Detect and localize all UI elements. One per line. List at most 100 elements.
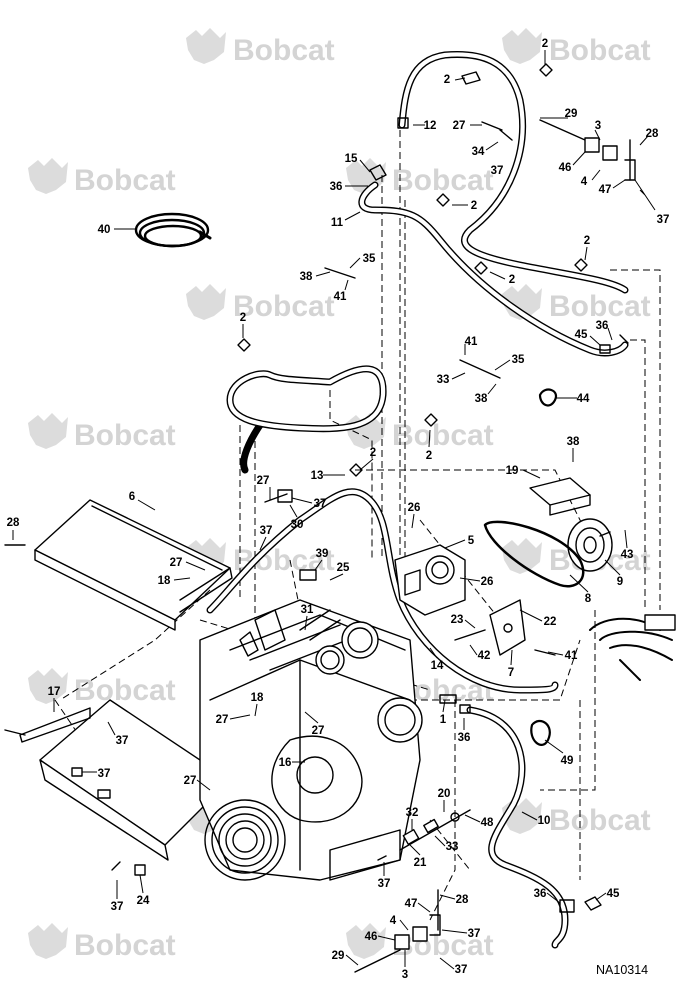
- callout-c18a: 18: [158, 575, 171, 587]
- watermark: Bobcat: [28, 923, 176, 962]
- callout-c41a: 41: [334, 291, 347, 303]
- callout-c33b: 33: [446, 841, 459, 853]
- callout-c26a: 26: [408, 502, 421, 514]
- callout-c36c: 36: [458, 732, 471, 744]
- callout-c2c: 2: [471, 200, 477, 212]
- callout-c24: 24: [137, 895, 150, 907]
- side-panel-17: [19, 699, 231, 861]
- callout-c44: 44: [577, 393, 590, 405]
- callout-c49: 49: [561, 755, 574, 767]
- svg-text:Bobcat: Bobcat: [392, 164, 494, 197]
- callout-c41b: 41: [465, 336, 478, 348]
- clamp-set-top: [539, 119, 636, 181]
- callout-c16: 16: [279, 757, 292, 769]
- hose-10: [466, 706, 569, 949]
- callout-c32: 32: [406, 807, 419, 819]
- belt-8: [483, 520, 585, 588]
- watermark: Bobcat: [28, 158, 176, 197]
- condenser-panel-6: [34, 499, 233, 631]
- fastener-set: [4, 63, 629, 913]
- callout-c37a: 37: [491, 165, 504, 177]
- watermark: Bobcat: [346, 158, 494, 197]
- leader-lines: [12, 50, 656, 970]
- callout-c46b: 46: [365, 931, 378, 943]
- svg-text:Bobcat: Bobcat: [233, 290, 335, 323]
- watermark: Bobcat: [186, 284, 335, 323]
- svg-text:Bobcat: Bobcat: [233, 34, 335, 67]
- callout-c4a: 4: [581, 176, 588, 188]
- callout-c15: 15: [345, 153, 358, 165]
- callout-c27e: 27: [312, 725, 325, 737]
- callout-c42: 42: [478, 650, 491, 662]
- callout-c7: 7: [508, 667, 514, 679]
- callout-c3a: 3: [595, 120, 601, 132]
- callout-c37g: 37: [378, 878, 391, 890]
- callout-c37c: 37: [314, 498, 327, 510]
- watermark: Bobcat: [186, 28, 335, 67]
- callout-c36d: 36: [534, 888, 547, 900]
- callout-c21: 21: [414, 857, 427, 869]
- watermark: Bobcat: [502, 798, 651, 837]
- callout-c27b: 27: [257, 475, 270, 487]
- svg-text:Bobcat: Bobcat: [74, 674, 176, 707]
- bracket-19: [529, 477, 591, 516]
- svg-text:Bobcat: Bobcat: [74, 929, 176, 962]
- callout-c23: 23: [451, 614, 464, 626]
- compressor-5: [394, 544, 466, 616]
- callout-c29b: 29: [332, 950, 345, 962]
- watermark: Bobcat: [28, 413, 176, 452]
- callout-c2a: 2: [542, 38, 548, 50]
- callout-c4b: 4: [390, 915, 397, 927]
- callout-c38c: 38: [567, 436, 580, 448]
- callout-c47a: 47: [599, 184, 612, 196]
- callout-c35a: 35: [363, 253, 376, 265]
- callout-c37f: 37: [98, 768, 111, 780]
- callout-c37j: 37: [455, 964, 468, 976]
- callout-c30: 30: [291, 519, 304, 531]
- callout-c37b: 37: [657, 214, 670, 226]
- callout-c37i: 37: [468, 928, 481, 940]
- callout-c26b: 26: [481, 576, 494, 588]
- callout-c38a: 38: [300, 271, 313, 283]
- callout-c37e: 37: [116, 735, 129, 747]
- callout-c28c: 28: [456, 894, 469, 906]
- callout-c37d: 37: [260, 525, 273, 537]
- svg-text:Bobcat: Bobcat: [549, 34, 651, 67]
- clamp-set-bottom: [354, 889, 441, 973]
- callout-c41c: 41: [565, 650, 578, 662]
- svg-text:Bobcat: Bobcat: [233, 544, 335, 577]
- callout-c38b: 38: [475, 393, 488, 405]
- callout-c12: 12: [424, 120, 437, 132]
- callout-c33a: 33: [437, 374, 450, 386]
- callout-c37h: 37: [111, 901, 124, 913]
- callout-c20: 20: [438, 788, 451, 800]
- callout-c9: 9: [617, 576, 623, 588]
- strap-44: [538, 388, 558, 407]
- coiled-tube-40: [134, 212, 212, 248]
- strap-49: [530, 719, 551, 746]
- callout-c25: 25: [337, 562, 350, 574]
- hose-13: [226, 365, 387, 474]
- pulley-9: [567, 518, 613, 572]
- callout-c27a: 27: [453, 120, 466, 132]
- callout-c48: 48: [481, 817, 494, 829]
- callout-c13: 13: [311, 470, 324, 482]
- callout-c10: 10: [538, 815, 551, 827]
- callout-c27d: 27: [216, 714, 229, 726]
- callout-c2f: 2: [240, 312, 246, 324]
- engine-block: [199, 599, 423, 881]
- callout-c40: 40: [98, 224, 111, 236]
- watermark: Bobcat: [502, 284, 651, 323]
- watermark: Bobcat: [186, 538, 335, 577]
- svg-text:Bobcat: Bobcat: [74, 419, 176, 452]
- hose-14: [206, 488, 559, 694]
- diagram-id: NA10314: [596, 963, 648, 977]
- callout-c31: 31: [301, 604, 314, 616]
- callout-c2e: 2: [509, 274, 515, 286]
- callout-c2g: 2: [426, 450, 432, 462]
- hose-cluster-right: [589, 614, 676, 681]
- svg-text:Bobcat: Bobcat: [549, 804, 651, 837]
- watermark: Bobcat: [502, 28, 651, 67]
